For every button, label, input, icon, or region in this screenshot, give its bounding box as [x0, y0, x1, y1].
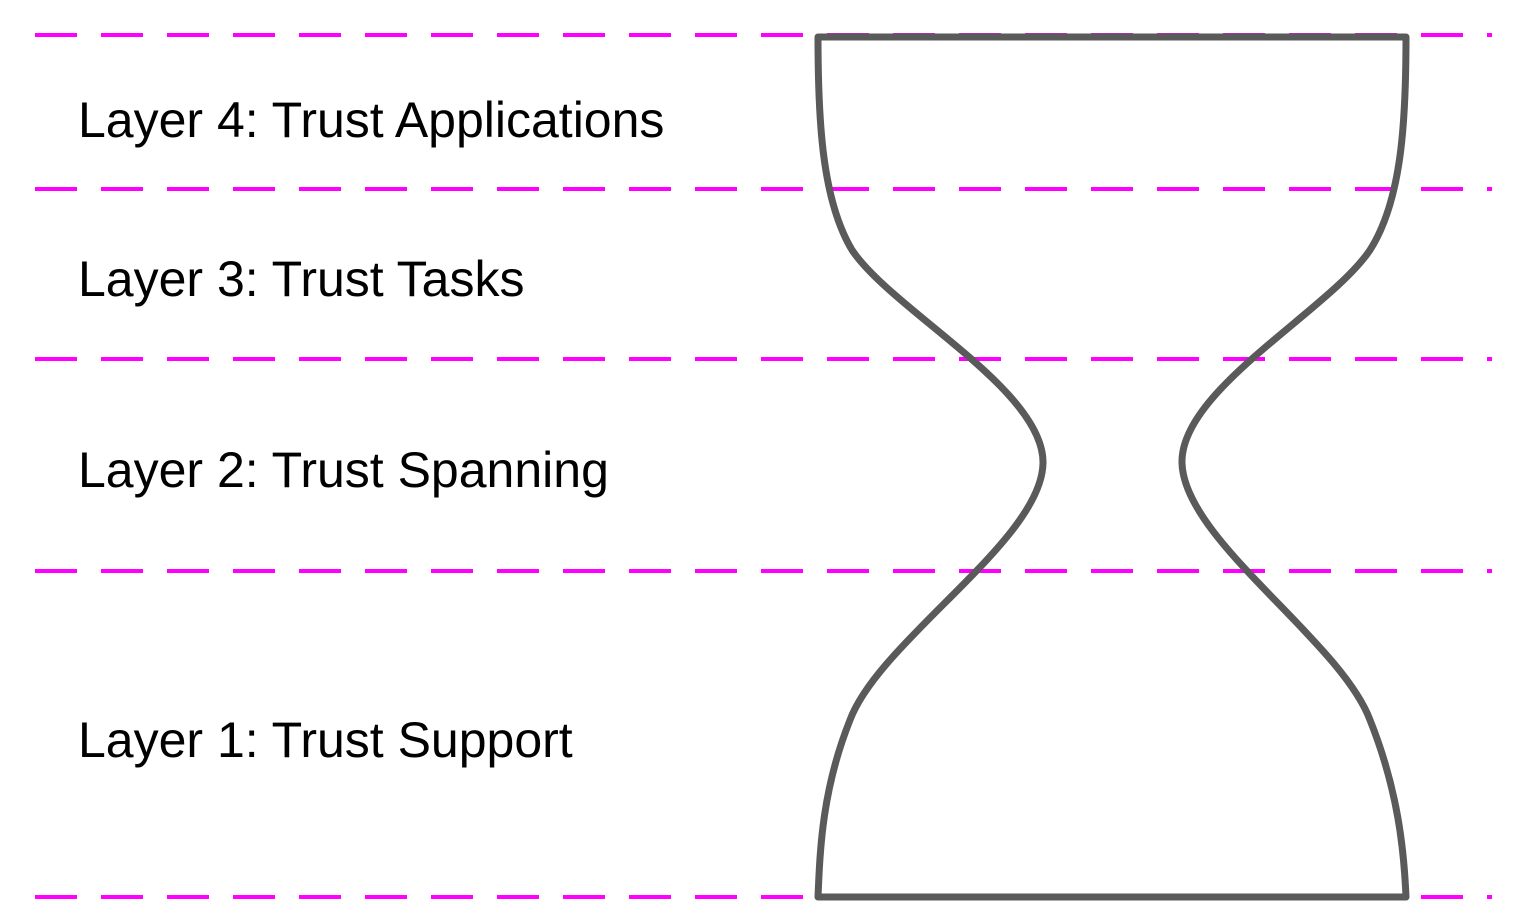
layer-3-label: Layer 3: Trust Tasks	[78, 251, 524, 307]
layer-2-label: Layer 2: Trust Spanning	[78, 442, 609, 498]
layer-1-label: Layer 1: Trust Support	[78, 712, 573, 768]
layer-4-label: Layer 4: Trust Applications	[78, 92, 664, 148]
hourglass-shape	[814, 33, 1410, 901]
